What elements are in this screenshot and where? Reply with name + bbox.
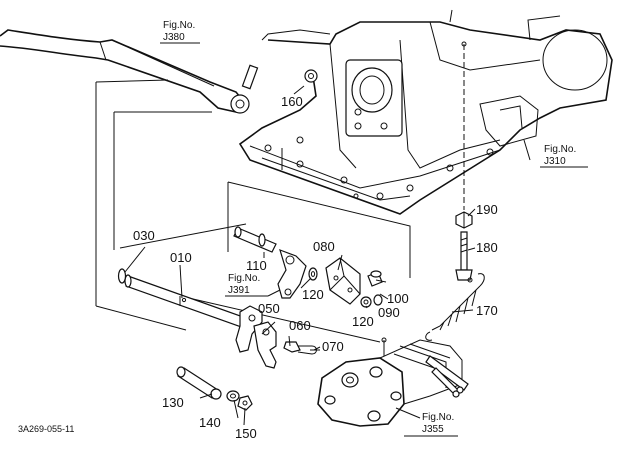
- part-130-drawing: [176, 366, 222, 400]
- fig-ref-j391: Fig.No. J391: [225, 273, 281, 297]
- lift-arm-drawing: [0, 29, 259, 114]
- fig-ref-j310: Fig.No. J310: [540, 144, 588, 168]
- part-label-150: 150: [235, 426, 257, 441]
- part-labels: 010 030 050 060 070 080 090 100 110 120 …: [133, 94, 498, 441]
- part-label-110: 110: [246, 258, 267, 273]
- part-label-120-left: 120: [302, 287, 324, 302]
- assembly-frame: [95, 79, 411, 343]
- part-120-right-drawing: [360, 296, 372, 308]
- part-070-drawing: [297, 345, 320, 355]
- part-140-drawing: [226, 390, 240, 402]
- part-label-050: 050: [258, 301, 280, 316]
- fig-ref-caption: Fig.No.: [544, 144, 576, 155]
- fig-ref-caption: Fig.No.: [422, 412, 454, 423]
- part-060-drawing: [283, 341, 301, 353]
- part-label-080: 080: [313, 239, 335, 254]
- part-label-160: 160: [281, 94, 303, 109]
- part-050-drawing: [253, 321, 277, 369]
- part-010-drawing: [124, 274, 263, 353]
- fig-ref-number: J380: [163, 32, 185, 43]
- part-label-010: 010: [170, 250, 192, 265]
- drawing-code: 3A269-055-11: [18, 424, 74, 434]
- housing-drawing: [238, 9, 613, 215]
- part-150-drawing: [237, 395, 253, 411]
- part-label-030: 030: [133, 228, 155, 243]
- part-120-left-drawing: [308, 267, 318, 281]
- part-label-190: 190: [476, 202, 498, 217]
- part-110-drawing: [233, 226, 277, 253]
- part-label-140: 140: [199, 415, 221, 430]
- fig-ref-number: J391: [228, 285, 250, 296]
- fig-ref-j355: Fig.No. J355: [404, 412, 458, 437]
- fig-ref-j380: Fig.No. J380: [160, 20, 200, 44]
- part-label-180: 180: [476, 240, 498, 255]
- part-170-drawing: [425, 273, 485, 341]
- link-bracket-drawing: [277, 249, 307, 299]
- part-label-130: 130: [162, 395, 184, 410]
- part-080-drawing: [325, 257, 361, 305]
- part-180-drawing: [455, 41, 473, 281]
- fig-ref-number: J355: [422, 424, 444, 435]
- leader-lines: [124, 139, 531, 426]
- part-label-170: 170: [476, 303, 498, 318]
- fig-ref-caption: Fig.No.: [163, 20, 195, 31]
- part-label-090: 090: [378, 305, 400, 320]
- part-090-drawing: [373, 294, 383, 306]
- valve-assembly-drawing: [317, 337, 469, 427]
- part-100-drawing: [367, 270, 383, 287]
- part-160-drawing: [293, 69, 318, 95]
- part-label-120-right: 120: [352, 314, 374, 329]
- fig-ref-caption: Fig.No.: [228, 273, 260, 284]
- part-label-070: 070: [322, 339, 344, 354]
- fig-ref-number: J310: [544, 156, 566, 167]
- part-label-100: 100: [387, 291, 409, 306]
- part-label-060: 060: [289, 318, 311, 333]
- part-030-drawing: [117, 268, 127, 284]
